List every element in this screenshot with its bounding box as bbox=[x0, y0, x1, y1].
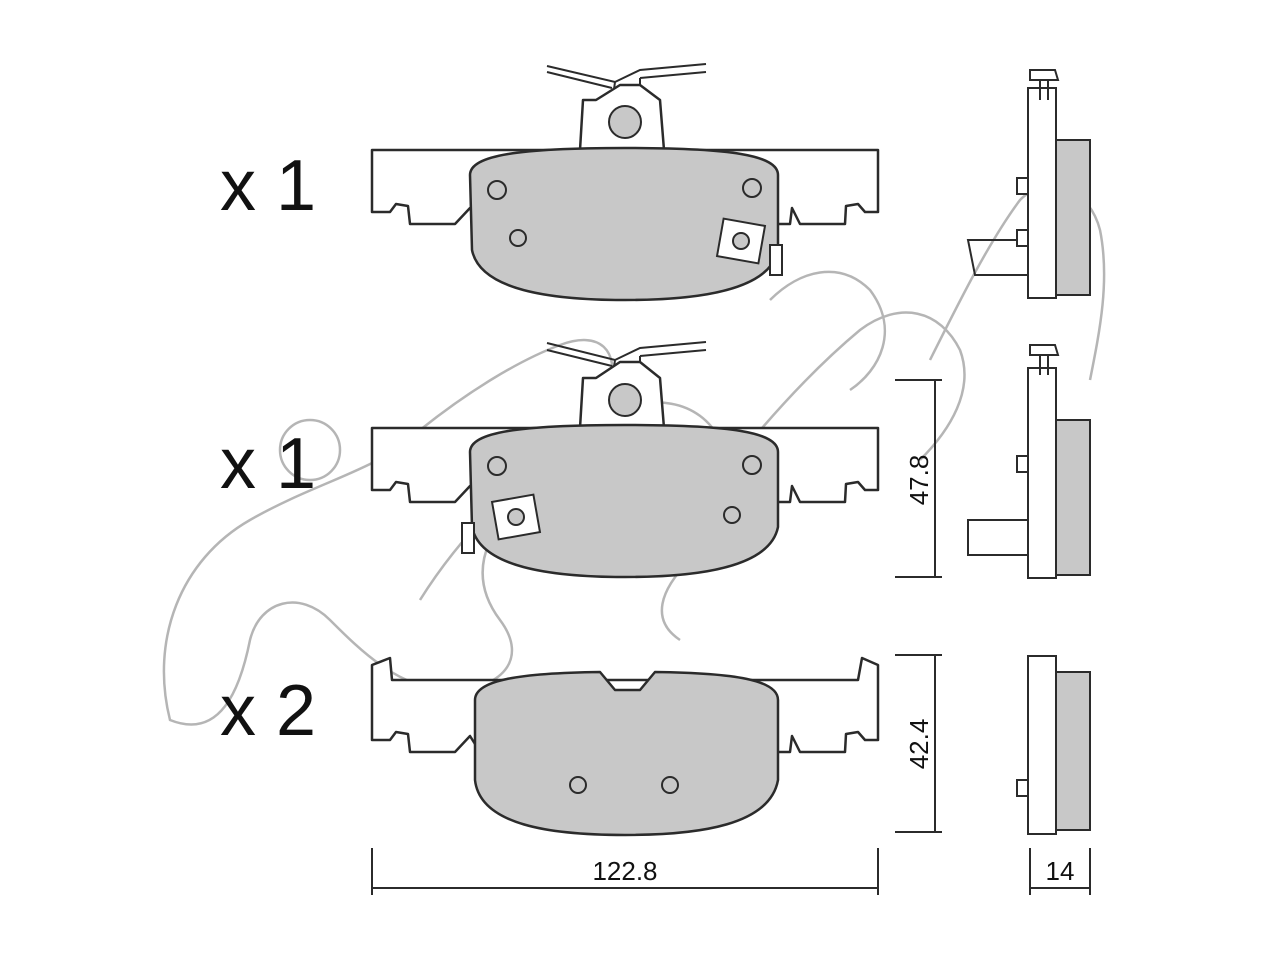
friction-pad bbox=[473, 670, 780, 837]
dimension-height: 42.4 bbox=[895, 654, 942, 833]
mounting-hole bbox=[608, 383, 642, 417]
spring-clip bbox=[546, 63, 707, 105]
spring-clip bbox=[546, 341, 707, 383]
brake-pad-row1-side bbox=[966, 69, 1091, 299]
mounting-hole bbox=[608, 105, 642, 139]
brake-pad-row2-front bbox=[370, 341, 880, 579]
pad-hole bbox=[661, 776, 679, 794]
pad-hole bbox=[723, 506, 741, 524]
friction-pad bbox=[468, 423, 780, 579]
dimension-height-value: 42.4 bbox=[904, 719, 934, 770]
pad-hole bbox=[742, 178, 762, 198]
dimension-height-sensor-value: 47.8 bbox=[904, 455, 934, 506]
brake-pad-row3-side bbox=[1016, 655, 1091, 835]
dimension-width: 122.8 bbox=[371, 848, 879, 895]
brake-pad-row3-front bbox=[370, 656, 880, 837]
brake-pad-row2-side bbox=[967, 344, 1091, 579]
wear-sensor bbox=[715, 217, 783, 276]
dimension-height-sensor: 47.8 bbox=[895, 379, 942, 578]
quantity-label-row2: x 1 bbox=[220, 424, 316, 504]
pad-hole bbox=[509, 229, 527, 247]
dimension-thickness-value: 14 bbox=[1046, 856, 1075, 886]
pad-hole bbox=[487, 456, 507, 476]
brake-pad-row1-front bbox=[370, 63, 880, 302]
pad-hole bbox=[487, 180, 507, 200]
quantity-label-row3: x 2 bbox=[220, 671, 316, 751]
dimension-thickness: 14 bbox=[1029, 848, 1091, 895]
wear-sensor bbox=[461, 493, 542, 554]
dimension-width-value: 122.8 bbox=[592, 856, 657, 886]
pad-hole bbox=[742, 455, 762, 475]
pad-hole bbox=[569, 776, 587, 794]
quantity-label-row1: x 1 bbox=[220, 146, 316, 226]
